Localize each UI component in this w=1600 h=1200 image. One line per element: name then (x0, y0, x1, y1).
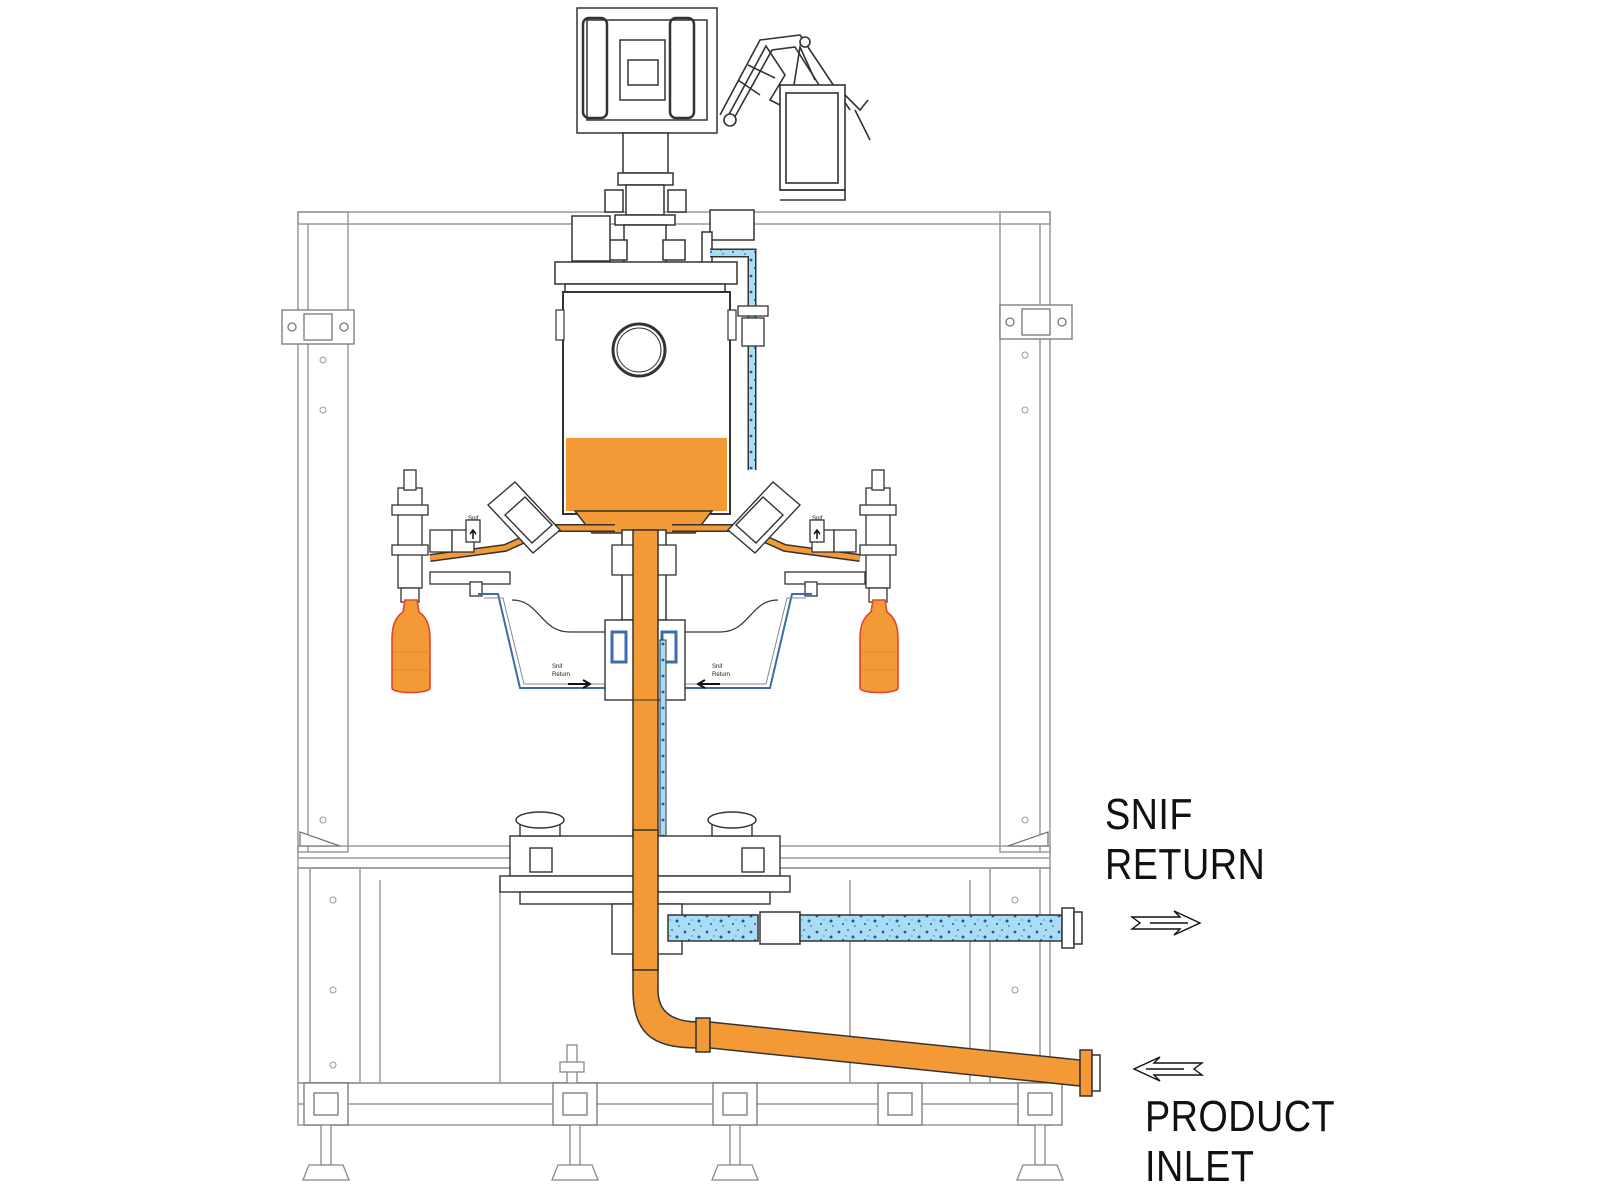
snif-return-label: SNIF RETURN (1105, 790, 1265, 890)
snif-return-pipe (667, 907, 1083, 949)
snif-return-left-l1: Snif (552, 664, 563, 670)
product-inlet-label: PRODUCT INLET (1145, 1092, 1335, 1192)
leveling-feet (302, 1044, 1064, 1181)
snif-return-label-line1: SNIF (1105, 790, 1193, 839)
snif-return-right-l1: Snif (712, 664, 723, 670)
product-pipe-core (632, 829, 659, 971)
snif-label-right: Snif (812, 516, 823, 522)
product-inlet-pipe (632, 969, 1101, 1097)
snif-return-right-l2: Return (712, 672, 730, 678)
snif-return-left-l2: Return (552, 672, 570, 678)
product-inlet-label-line2: INLET (1145, 1142, 1255, 1191)
bottle-right (859, 599, 899, 694)
product-inlet-label-line1: PRODUCT (1145, 1092, 1336, 1141)
product-bowl (555, 291, 737, 534)
bottle-left (391, 599, 431, 694)
snif-return-arrow (1129, 910, 1202, 936)
product-inlet-arrow (1132, 1056, 1205, 1082)
snif-vent-line (710, 248, 769, 470)
snif-label-left: Snif (468, 516, 479, 522)
snif-return-trough: Snif Return Snif Return (478, 593, 812, 689)
snif-return-label-line2: RETURN (1105, 840, 1266, 889)
filling-heads (391, 469, 897, 603)
filling-manifold: Snif Snif (429, 481, 866, 597)
frame-brackets (281, 304, 1073, 1126)
lattice-arm (719, 34, 871, 201)
